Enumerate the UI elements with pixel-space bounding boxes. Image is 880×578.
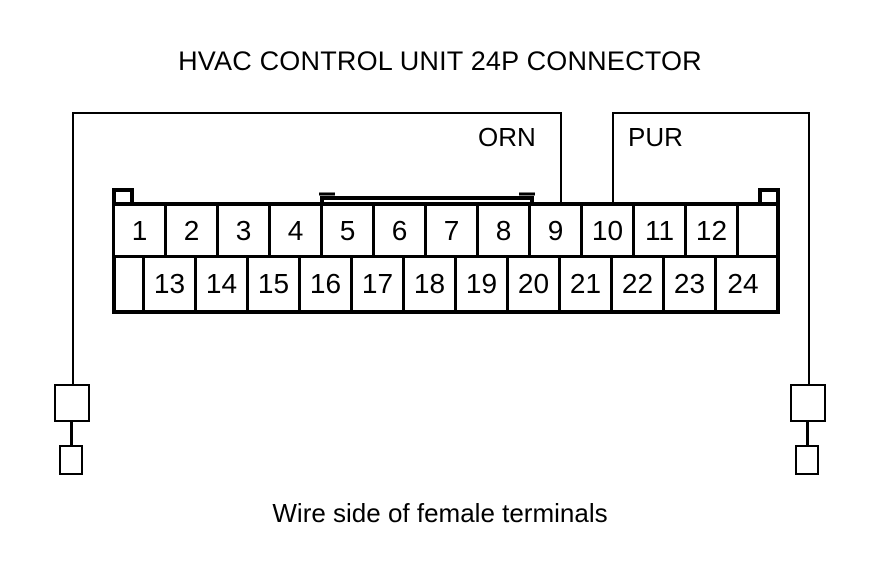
pin-cell-11[interactable]: 11 [635, 206, 687, 255]
pin-cell-21[interactable]: 21 [561, 258, 613, 310]
housing-notch-right-step [758, 188, 762, 204]
pin-cell-12[interactable]: 12 [687, 206, 739, 255]
housing-notch-left [112, 188, 116, 206]
pin-cell-4[interactable]: 4 [271, 206, 323, 255]
pin-cell-8[interactable]: 8 [479, 206, 531, 255]
pin-cell-6[interactable]: 6 [375, 206, 427, 255]
pin-cell-5[interactable]: 5 [323, 206, 375, 255]
housing-notch-right [776, 188, 780, 206]
housing-notch-left-top [112, 188, 134, 192]
pin-cell-7[interactable]: 7 [427, 206, 479, 255]
pin-cell-10[interactable]: 10 [583, 206, 635, 255]
pin-cell-17[interactable]: 17 [353, 258, 405, 310]
housing-notch-left-step [130, 188, 134, 204]
pin-cell-20[interactable]: 20 [509, 258, 561, 310]
pin-row-top-offset-blank [739, 206, 768, 255]
pin-cell-24[interactable]: 24 [717, 258, 769, 310]
orn-leader-stem [560, 112, 562, 202]
pin-cell-3[interactable]: 3 [219, 206, 271, 255]
pin-row-bottom-offset-blank [116, 258, 145, 310]
pin-cell-15[interactable]: 15 [249, 258, 301, 310]
pin-cell-1[interactable]: 1 [115, 206, 167, 255]
pur-terminal-connector-line [806, 420, 809, 448]
pur-terminal-stem [808, 112, 810, 384]
pin-cell-16[interactable]: 16 [301, 258, 353, 310]
pur-terminal-tail-symbol [795, 445, 819, 475]
pin-cell-19[interactable]: 19 [457, 258, 509, 310]
diagram-title: HVAC CONTROL UNIT 24P CONNECTOR [178, 46, 702, 76]
housing-notch-right-top [758, 188, 780, 192]
pin-cell-18[interactable]: 18 [405, 258, 457, 310]
orn-female-terminal-symbol [54, 384, 90, 422]
pin-cell-23[interactable]: 23 [665, 258, 717, 310]
orn-terminal-connector-line [70, 420, 73, 448]
pur-female-terminal-symbol [790, 384, 826, 422]
pin-cell-2[interactable]: 2 [167, 206, 219, 255]
pin-cell-14[interactable]: 14 [197, 258, 249, 310]
orn-wire-label: ORN [478, 122, 536, 152]
diagram-caption: Wire side of female terminals [272, 498, 608, 528]
orn-terminal-stem [72, 112, 74, 384]
pin-cell-13[interactable]: 13 [145, 258, 197, 310]
pur-wire-label: PUR [628, 122, 683, 152]
pin-cell-9[interactable]: 9 [531, 206, 583, 255]
orn-terminal-tail-symbol [59, 445, 83, 475]
pin-cell-22[interactable]: 22 [613, 258, 665, 310]
